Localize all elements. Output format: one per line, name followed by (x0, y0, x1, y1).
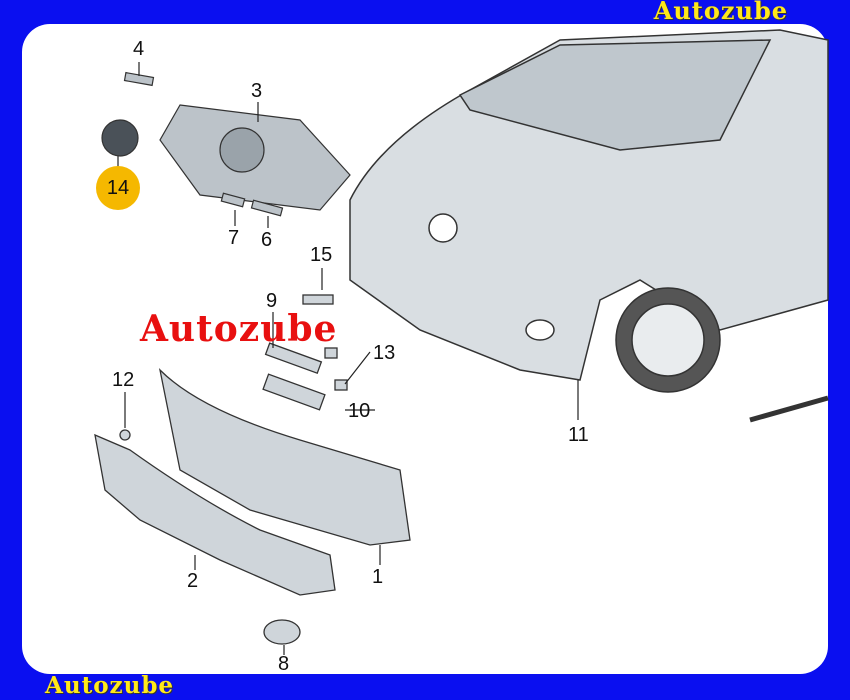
part-label-1: 1 (372, 566, 384, 588)
part-label-2: 2 (187, 570, 199, 592)
part-label-4: 4 (133, 38, 145, 60)
grille-assembly (101, 71, 351, 217)
part-label-11: 11 (568, 424, 589, 446)
part-label-15: 15 (310, 244, 333, 266)
part-label-8: 8 (278, 653, 290, 675)
part-label-14-highlight: 14 (96, 166, 140, 210)
leader-lines (117, 62, 579, 655)
part-label-13: 13 (373, 342, 396, 364)
part-label-10: 10 (348, 400, 371, 422)
watermark-top: Autozube (653, 0, 788, 25)
watermark-bottom: Autozube (45, 672, 175, 699)
part-label-6: 6 (261, 229, 273, 251)
car-body (349, 29, 829, 423)
watermark-middle: Autozube (140, 308, 338, 350)
part-label-3: 3 (251, 80, 263, 102)
bumper-parts (94, 294, 411, 645)
part-label-9: 9 (266, 290, 278, 312)
part-label-7: 7 (228, 227, 240, 249)
part-label-12: 12 (112, 369, 135, 391)
